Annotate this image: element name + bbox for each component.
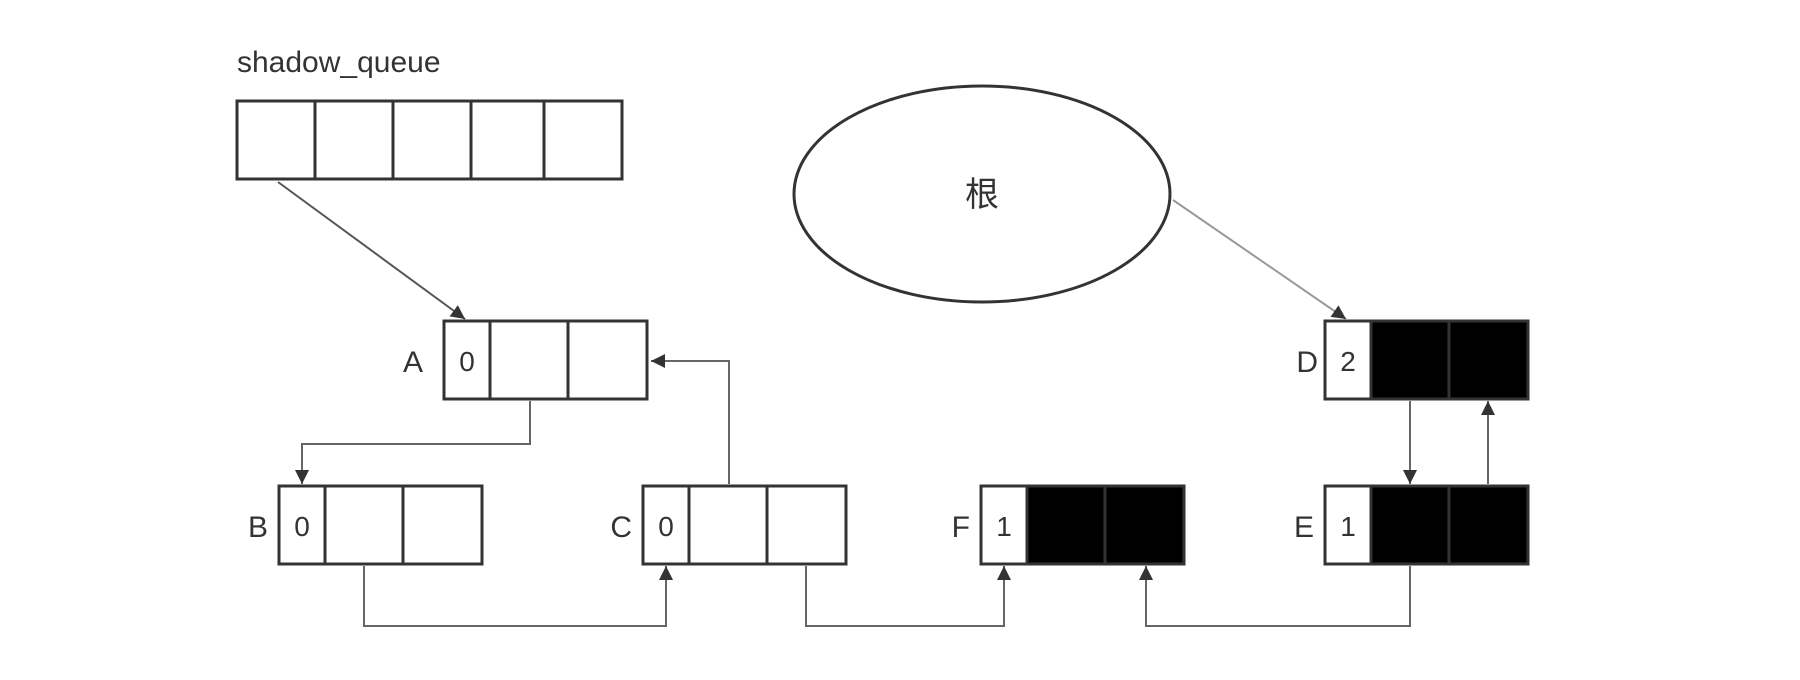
- node-f-name: F: [952, 511, 970, 544]
- node-c-ref-2: [765, 484, 848, 566]
- node-e-name: E: [1294, 511, 1314, 544]
- node-f-ref-2: [1103, 484, 1186, 566]
- queue-slot-4: [469, 99, 546, 181]
- node-c-name: C: [610, 511, 632, 544]
- node-c-count-cell: [641, 484, 691, 566]
- edges: [277, 181, 1495, 627]
- queue-slot-2: [313, 99, 395, 181]
- edge-a-to-b: [295, 401, 531, 484]
- node-f-ref-1: [1025, 484, 1107, 566]
- shadow-queue: shadow_queue: [235, 46, 624, 181]
- edge-root-to-d: [1172, 199, 1347, 320]
- queue-slot-3: [391, 99, 473, 181]
- node-e-count: 1: [1340, 511, 1356, 542]
- node-a-ref-2: [566, 319, 649, 401]
- shadow-queue-title: shadow_queue: [237, 46, 441, 79]
- node-e-count-cell: [1323, 484, 1373, 566]
- node-d: D 2: [1296, 319, 1530, 401]
- edge-c-to-a: [651, 354, 730, 484]
- node-a-count-cell: [442, 319, 492, 401]
- edge-queue-to-a: [277, 181, 466, 320]
- node-e-ref-2: [1447, 484, 1530, 566]
- node-b-ref-2: [401, 484, 484, 566]
- node-c-count: 0: [658, 511, 674, 542]
- queue-slot-1: [235, 99, 317, 181]
- node-e: E 1: [1294, 484, 1530, 566]
- node-c-ref-1: [687, 484, 769, 566]
- root-ellipse: [792, 84, 1172, 304]
- node-b: B 0: [248, 484, 484, 566]
- node-d-ref-1: [1369, 319, 1451, 401]
- node-f-count-cell: [979, 484, 1029, 566]
- node-f-count: 1: [996, 511, 1012, 542]
- node-a-name: A: [403, 346, 423, 379]
- node-d-ref-2: [1447, 319, 1530, 401]
- edge-e-to-f: [1139, 566, 1411, 627]
- node-d-count-cell: [1323, 319, 1373, 401]
- root-node: 根: [792, 84, 1172, 304]
- edge-c-to-f: [805, 566, 1011, 627]
- edge-b-to-c: [363, 566, 673, 627]
- node-b-count: 0: [294, 511, 310, 542]
- node-d-count: 2: [1340, 346, 1356, 377]
- node-a-count: 0: [459, 346, 475, 377]
- node-c: C 0: [610, 484, 848, 566]
- node-b-ref-1: [323, 484, 405, 566]
- node-b-name: B: [248, 511, 268, 544]
- root-label: 根: [965, 175, 999, 215]
- node-a: A 0: [403, 319, 649, 401]
- node-a-ref-1: [488, 319, 570, 401]
- node-f: F 1: [952, 484, 1186, 566]
- node-b-count-cell: [277, 484, 327, 566]
- node-d-name: D: [1296, 346, 1318, 379]
- queue-slot-5: [542, 99, 624, 181]
- node-e-ref-1: [1369, 484, 1451, 566]
